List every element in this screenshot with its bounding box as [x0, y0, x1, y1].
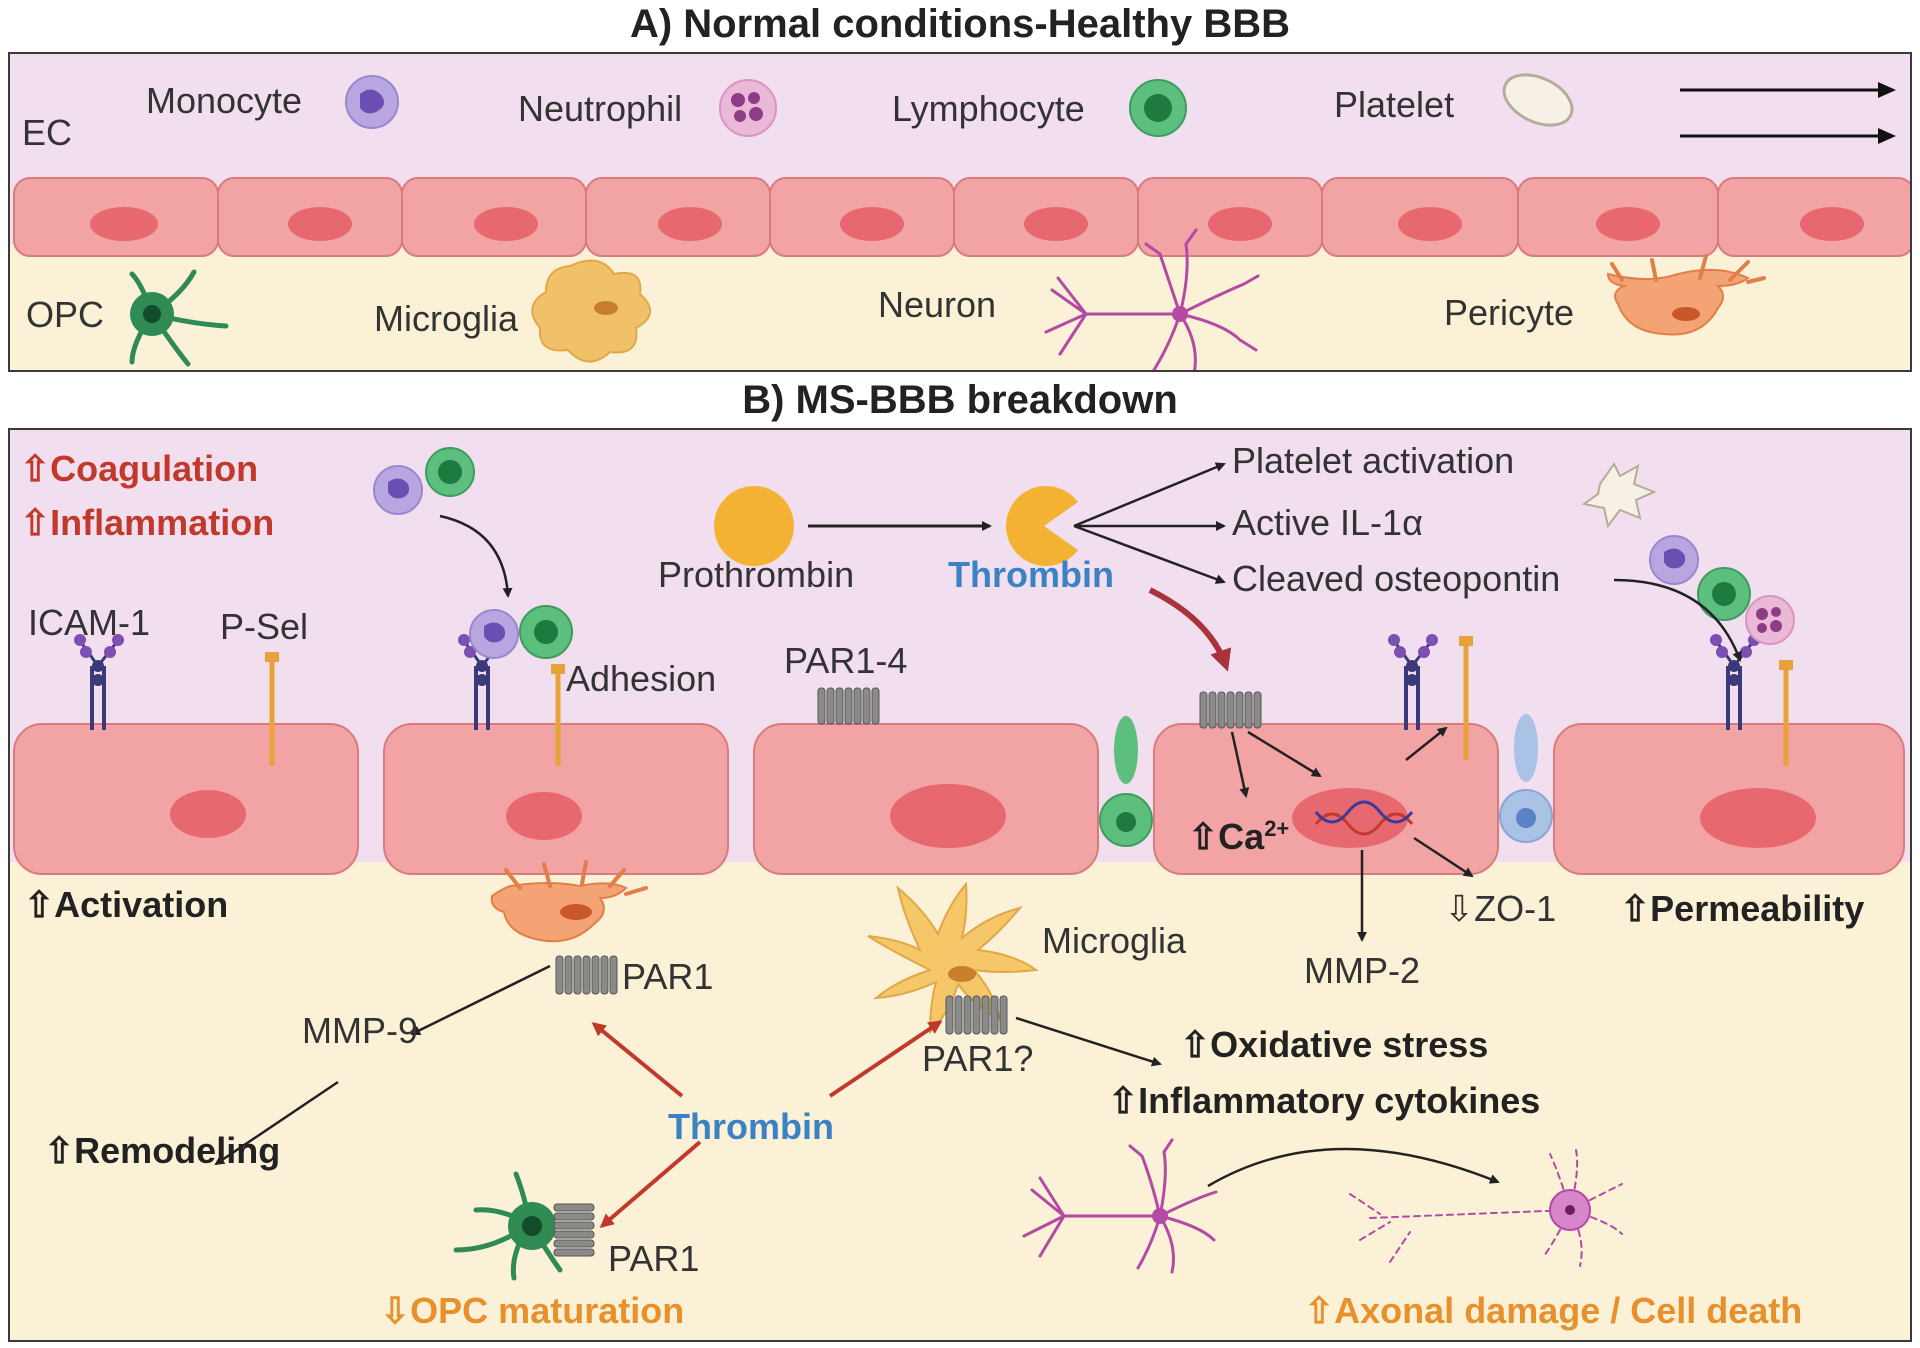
transmigrating-monocyte-icon: [1499, 714, 1553, 843]
p-selectin-icon: [551, 664, 565, 766]
icam1-label: ICAM-1: [28, 602, 151, 643]
psel-label: P-Sel: [220, 606, 309, 647]
inflammation-label: ⇧Inflammation: [20, 502, 275, 543]
lymphocyte-icon: [1129, 79, 1187, 137]
healthy-neuron-icon: [1022, 1138, 1218, 1274]
migration-arrow: [1613, 578, 1742, 662]
thrombin-pacman-icon: [1006, 486, 1078, 566]
p-selectin-icon: [1459, 636, 1473, 760]
adhesion-label: Adhesion: [566, 658, 717, 699]
platelet-label: Platelet: [1334, 84, 1455, 125]
opc-icon: [453, 1171, 563, 1281]
par1-opc-receptor-icon: [553, 1203, 595, 1257]
icam1-receptor-icon: [1388, 634, 1438, 730]
par1q-label: PAR1?: [922, 1038, 1034, 1079]
monocyte-icon: [1649, 535, 1699, 585]
oxidative-stress-label: ⇧Oxidative stress: [1180, 1024, 1489, 1065]
pericyte-label: Pericyte: [1444, 292, 1575, 333]
lymphocyte-icon: [1697, 567, 1751, 621]
microglia-icon: [531, 259, 651, 363]
activation-label: ⇧Activation: [24, 884, 229, 925]
neutrophil-icon: [719, 79, 777, 137]
damaged-neuron-nucleus-icon: [1565, 1205, 1575, 1215]
adhered-lymphocyte-icon: [519, 605, 573, 659]
thrombin-bottom-label: Thrombin: [668, 1106, 834, 1147]
pericyte-icon: [490, 860, 648, 943]
thrombin-red-arrows: [591, 1020, 943, 1228]
prothrombin-icon: [714, 486, 794, 566]
active-il1a-label: Active IL-1α: [1232, 502, 1423, 543]
permeability-label: ⇧Permeability: [1620, 888, 1865, 929]
transmigrating-lymphocyte-icon: [1099, 716, 1153, 847]
axonal-damage-label: ⇧Axonal damage / Cell death: [1304, 1290, 1803, 1331]
thrombin-to-par-arrow: [1148, 587, 1232, 672]
brain-parenchyma: [10, 244, 1910, 370]
monocyte-icon: [345, 75, 399, 129]
thrombin-top-label: Thrombin: [948, 554, 1114, 595]
coagulation-label: ⇧Coagulation: [20, 448, 259, 489]
migration-arrow: [439, 514, 513, 598]
icam1-receptor-icon: [74, 634, 124, 730]
pericyte-icon: [1606, 254, 1766, 336]
mmp9-label: MMP-9: [302, 1010, 418, 1051]
ec-label: EC: [22, 112, 73, 153]
panel-a-drawing: [10, 54, 1910, 370]
par-receptor-icon: [817, 687, 880, 725]
cleaved-osteopontin-label: Cleaved osteopontin: [1232, 558, 1561, 599]
thrombin-effect-arrows: [1073, 462, 1226, 584]
remodeling-label: ⇧Remodeling: [44, 1130, 281, 1171]
platelet-icon: [1502, 73, 1574, 127]
monocyte-label: Monocyte: [146, 80, 303, 121]
lymphocyte-icon: [425, 447, 475, 497]
par1-pericyte-label: PAR1: [622, 956, 714, 997]
monocyte-icon: [373, 465, 423, 515]
inflammatory-cytokines-label: ⇧Inflammatory cytokines: [1108, 1080, 1541, 1121]
damaged-neuron-icon: [1349, 1149, 1623, 1267]
panel-b-drawing: [10, 430, 1910, 1340]
zo1-label: ⇩ZO-1: [1444, 888, 1557, 929]
par1-microglia-receptor-icon: [945, 995, 1008, 1035]
panel-a: EC Monocyte Neutrophil Lymphocyte Platel…: [8, 52, 1912, 372]
prothrombin-label: Prothrombin: [658, 554, 855, 595]
blood-flow-arrows: [1680, 82, 1896, 144]
opc-label: OPC: [26, 294, 105, 335]
endothelial-cell-row: [13, 177, 1910, 257]
opc-icon: [129, 269, 229, 367]
p-selectin-icon: [265, 652, 279, 766]
platelet-activation-label: Platelet activation: [1232, 440, 1515, 481]
lymphocyte-label: Lymphocyte: [892, 88, 1085, 129]
dna-icon: [1314, 800, 1414, 836]
par1-opc-label: PAR1: [608, 1238, 700, 1279]
panel-a-title: A) Normal conditions-Healthy BBB: [629, 2, 1291, 46]
neuron-icon: [1044, 228, 1260, 370]
opc-maturation-label: ⇩OPC maturation: [380, 1290, 685, 1331]
par14-label: PAR1-4: [784, 640, 908, 681]
par-receptor-icon: [1199, 691, 1262, 729]
adhered-monocyte-icon: [469, 609, 519, 659]
mmp2-label: MMP-2: [1304, 950, 1420, 991]
p-selectin-icon: [1779, 660, 1793, 766]
endothelial-cells: [13, 723, 1905, 875]
neutrophil-icon: [1745, 595, 1795, 645]
microglia-icon: [867, 881, 1039, 1035]
panel-b: ⇧Coagulation ⇧Inflammation ICAM-1 P-Sel …: [8, 428, 1912, 1342]
panel-b-title: B) MS-BBB breakdown: [742, 378, 1178, 422]
microglia-label: Microglia: [1042, 920, 1187, 961]
calcium-label: ⇧Ca2+: [1188, 816, 1290, 857]
neutrophil-label: Neutrophil: [518, 88, 683, 129]
neuron-label: Neuron: [878, 284, 997, 325]
signaling-arrows: [1230, 726, 1474, 942]
activated-platelet-icon: [1581, 462, 1657, 529]
microglia-label: Microglia: [374, 298, 519, 339]
effect-arrows: [214, 964, 1500, 1188]
par1-pericyte-receptor-icon: [555, 955, 618, 995]
